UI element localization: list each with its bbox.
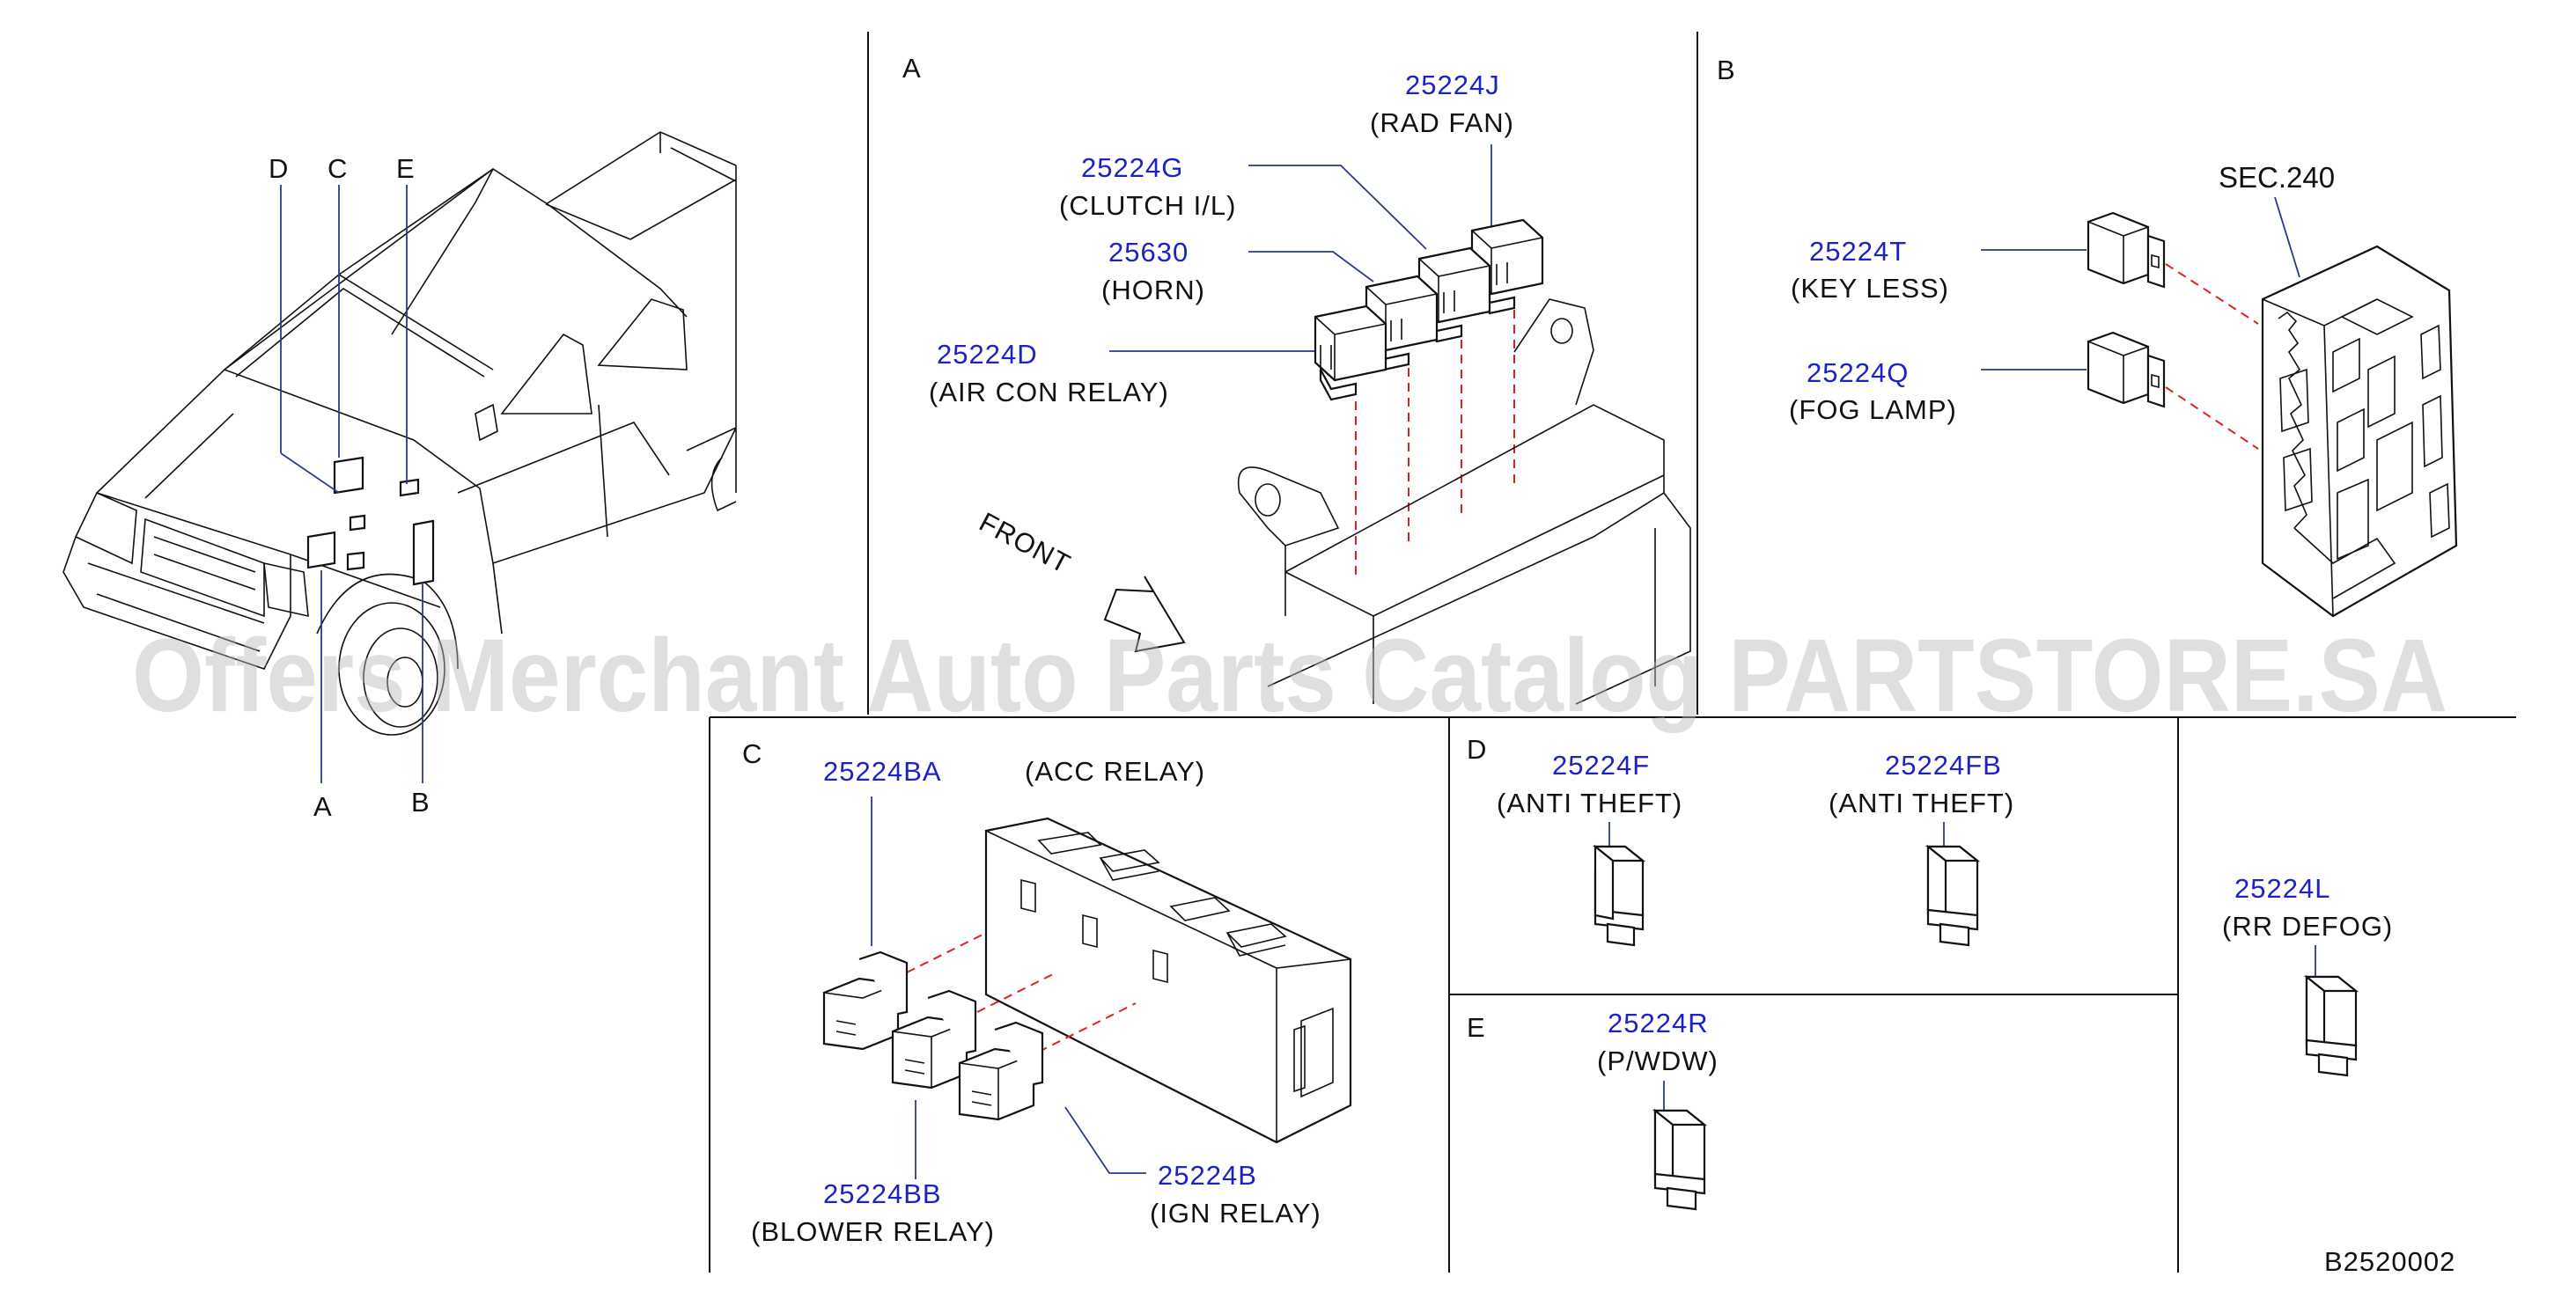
section-e: E 25224R (P/WDW) xyxy=(1467,1008,1719,1211)
truck-illustration: D C E A B xyxy=(63,131,737,822)
part-desc-air-con-relay: (AIR CON RELAY) xyxy=(929,377,1169,407)
part-number-25224j[interactable]: 25224J xyxy=(1405,70,1500,100)
part-desc-blower-relay: (BLOWER RELAY) xyxy=(751,1216,995,1247)
part-number-25224r[interactable]: 25224R xyxy=(1608,1008,1709,1038)
part-number-25630[interactable]: 25630 xyxy=(1108,237,1189,268)
part-number-25224ba[interactable]: 25224BA xyxy=(823,756,942,787)
callout-e: E xyxy=(396,153,416,184)
section-b: B SEC.240 25224T (KEY LESS) 25224Q (FOG … xyxy=(1717,55,2458,618)
callout-c: C xyxy=(328,153,348,184)
relay-bracket xyxy=(1238,298,1691,705)
section-d: D 25224F (ANTI THEFT) 25224FB (ANTI THEF… xyxy=(1467,734,2014,947)
part-number-25224d[interactable]: 25224D xyxy=(937,339,1038,370)
relay-25224r[interactable] xyxy=(1652,1108,1708,1211)
part-number-25224t[interactable]: 25224T xyxy=(1809,236,1907,267)
part-number-25224bb[interactable]: 25224BB xyxy=(823,1178,942,1209)
front-label: FRONT xyxy=(975,506,1076,579)
section-b-letter: B xyxy=(1717,55,1736,85)
section-c-letter: C xyxy=(742,738,762,769)
callout-a: A xyxy=(313,791,333,822)
section-rr-defog: 25224L (RR DEFOG) xyxy=(2222,873,2393,1077)
part-desc-clutch-il: (CLUTCH I/L) xyxy=(1059,190,1236,221)
relay-25224t[interactable] xyxy=(2087,211,2166,289)
part-desc-anti-theft-1: (ANTI THEFT) xyxy=(1497,788,1682,818)
section-a: A 25224J (RAD FAN) 25224G (CLUTCH I/L) 2… xyxy=(902,53,1691,705)
part-number-25224l[interactable]: 25224L xyxy=(2234,873,2330,904)
diagram-id: B2520002 xyxy=(2324,1246,2455,1277)
fuse-block-sec240 xyxy=(2261,245,2458,618)
part-desc-rad-fan: (RAD FAN) xyxy=(1370,107,1514,138)
section-e-letter: E xyxy=(1467,1012,1486,1043)
part-desc-anti-theft-2: (ANTI THEFT) xyxy=(1829,788,2014,818)
section-c: C 25224BA (ACC RELAY) 25224BB (BLOWER RE… xyxy=(742,738,1352,1247)
relay-25224fb[interactable] xyxy=(1925,844,1981,947)
callout-d: D xyxy=(269,153,289,184)
callout-b: B xyxy=(411,787,431,818)
part-number-25224q[interactable]: 25224Q xyxy=(1807,357,1909,388)
part-desc-ign-relay: (IGN RELAY) xyxy=(1150,1198,1321,1229)
relay-25224d[interactable] xyxy=(1314,304,1387,401)
relay-25224ba[interactable] xyxy=(822,950,909,1051)
part-number-25224b[interactable]: 25224B xyxy=(1158,1160,1257,1191)
part-number-25224f[interactable]: 25224F xyxy=(1552,750,1650,781)
relay-25224b[interactable] xyxy=(958,1021,1044,1121)
part-desc-acc-relay: (ACC RELAY) xyxy=(1025,756,1205,787)
part-desc-rr-defog: (RR DEFOG) xyxy=(2222,911,2393,942)
relay-25224q[interactable] xyxy=(2087,331,2166,408)
panel-frame xyxy=(709,32,2516,1273)
front-arrow xyxy=(1103,576,1186,653)
relay-block-c xyxy=(984,817,1352,1144)
part-desc-pwdw: (P/WDW) xyxy=(1597,1046,1719,1076)
part-desc-horn: (HORN) xyxy=(1101,275,1205,305)
relay-25224f[interactable] xyxy=(1592,844,1646,947)
part-number-25224fb[interactable]: 25224FB xyxy=(1885,750,2002,781)
sec-240-ref: SEC.240 xyxy=(2219,161,2335,194)
section-d-letter: D xyxy=(1467,734,1487,765)
part-desc-fog-lamp: (FOG LAMP) xyxy=(1789,394,1957,425)
part-number-25224g[interactable]: 25224G xyxy=(1081,152,1183,183)
watermark-text: Offers Merchant Auto Parts Catalog PARTS… xyxy=(132,618,2447,734)
relay-25224l[interactable] xyxy=(2303,974,2359,1077)
section-a-letter: A xyxy=(902,53,922,84)
part-desc-key-less: (KEY LESS) xyxy=(1791,273,1949,304)
